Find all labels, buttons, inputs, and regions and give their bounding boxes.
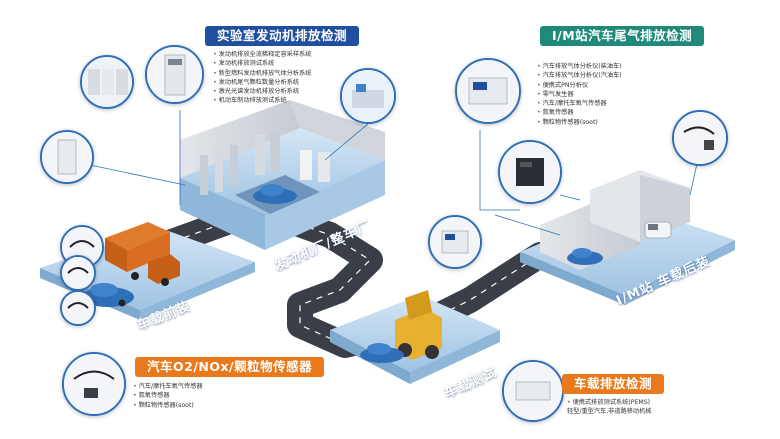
list-item: 氮氧传感器 (537, 108, 622, 117)
onroad-platform (330, 290, 500, 384)
pems-image (502, 360, 564, 422)
sensor-kit-image (62, 352, 126, 416)
list-item: 汽车/摩托车氧气传感器 (133, 382, 203, 391)
list-item: 发动机尾气颗粒数量分析系统 (213, 78, 311, 87)
list-item: 发动机排放全流稀释定容采样系统 (213, 50, 312, 59)
lab-bench-image (340, 68, 396, 124)
lab-section-title: 实验室发动机排放检测 (205, 26, 360, 46)
cvs-cabinet-image (80, 55, 134, 109)
front-sensor-2-image (60, 255, 96, 291)
list-item: 便携式PN分析仪 (537, 81, 622, 90)
list-item: 氮氧传感器 (133, 391, 203, 400)
sensor-section-title: 汽车O2/NOx/颗粒物传感器 (135, 357, 325, 377)
lab-items-list: 发动机排放全流稀释定容采样系统 发动机排放测试系统 新型燃料发动机排放气体分析系… (213, 50, 312, 106)
zero-air-generator-image (428, 215, 482, 269)
sensor-items-list: 汽车/摩托车氧气传感器 氮氧传感器 颗粒物传感器(soot) (133, 382, 203, 410)
list-item: 汽车排放气体分析仪(柴油车) (537, 62, 622, 71)
onboard-items-list: 便携式排放测试系统(PEMS) 轻型/重型汽车,非道路移动机械 (567, 398, 652, 417)
list-item: 汽车/摩托车氧气传感器 (537, 99, 622, 108)
factory-building (180, 100, 385, 250)
list-item: 轻型/重型汽车,非道路移动机械 (567, 408, 652, 416)
gas-analyzer-image (455, 58, 521, 124)
rack-cabinet-image (40, 130, 94, 184)
list-item: 激光光谱发动机排放分析系统 (213, 87, 311, 96)
list-item: 便携式排放测试系统(PEMS) (567, 398, 652, 407)
analyzer-cabinet-image (145, 45, 204, 104)
front-sensor-3-image (60, 290, 96, 326)
list-item: 发动机排放测试系统 (213, 59, 311, 68)
list-item: 新型燃料发动机排放气体分析系统 (213, 69, 312, 78)
list-item: 颗粒物传感器(soot) (133, 401, 203, 410)
list-item: 汽车排放气体分析仪(汽油车) (537, 71, 622, 80)
list-item: 零气发生器 (537, 90, 622, 99)
list-item: 颗粒物传感器(soot) (537, 118, 622, 127)
im-items-list: 汽车排放气体分析仪(柴油车) 汽车排放气体分析仪(汽油车) 便携式PN分析仪 零… (537, 62, 622, 127)
list-item: 机动车制动排放测试系统 (213, 96, 311, 105)
im-section-title: I/M站汽车尾气排放检测 (540, 26, 705, 46)
onboard-section-title: 车载排放检测 (562, 374, 665, 394)
im-platform (520, 170, 735, 305)
pn-analyzer-image (498, 140, 562, 204)
truck-illustration (105, 222, 180, 286)
o2-sensor-image (672, 110, 728, 166)
